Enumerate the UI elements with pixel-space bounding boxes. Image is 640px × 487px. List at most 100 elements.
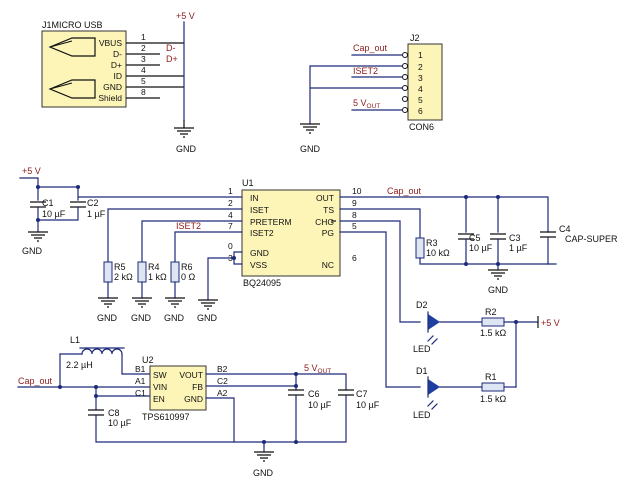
c6-value: 10 µF — [308, 400, 332, 410]
svg-text:7: 7 — [228, 221, 233, 231]
svg-text:1: 1 — [228, 186, 233, 196]
c4-value: CAP-SUPER — [565, 234, 618, 244]
boost-ic — [149, 365, 207, 411]
j2-5v-label: 5 VOUT — [353, 98, 380, 110]
c8-ref: C8 — [108, 408, 120, 418]
r6-ref: R6 — [181, 262, 193, 272]
svg-text:IN: IN — [250, 193, 259, 203]
r5-ref: R5 — [114, 262, 126, 272]
c2-ref: C2 — [87, 198, 99, 208]
r4-value: 1 kΩ — [148, 272, 167, 282]
c4-ref: C4 — [559, 224, 571, 234]
boost-input-label: Cap_out — [18, 376, 53, 386]
led-section: D2 LED R2 1.5 kΩ +5 V D1 LED R1 1.5 kΩ — [413, 300, 560, 420]
svg-text:GND: GND — [164, 313, 185, 323]
svg-text:TS: TS — [323, 205, 334, 215]
svg-text:8: 8 — [352, 210, 357, 220]
usb-dplus-label: D+ — [166, 54, 178, 64]
svg-text:PG: PG — [322, 228, 334, 238]
c1-ref: C1 — [42, 198, 54, 208]
c3-value: 1 µF — [509, 243, 528, 253]
svg-text:B1: B1 — [135, 364, 146, 374]
j2-part: CON6 — [409, 122, 434, 132]
r6-value: 0 Ω — [181, 272, 196, 282]
boost-gnd-label: GND — [253, 468, 274, 478]
r1-ref: R1 — [485, 372, 497, 382]
j2-gnd-label: GND — [300, 144, 321, 154]
r4-ref: R4 — [148, 262, 160, 272]
c2-value: 1 µF — [87, 209, 106, 219]
c5-value: 10 µF — [469, 243, 493, 253]
usb-dminus-label: D- — [166, 43, 176, 53]
j2-cap-out-label: Cap_out — [353, 43, 388, 53]
c3-ref: C3 — [509, 233, 521, 243]
svg-text:6: 6 — [418, 106, 423, 116]
boost-part: TPS610997 — [142, 412, 190, 422]
r3-value: 10 kΩ — [426, 248, 450, 258]
svg-text:2: 2 — [228, 198, 233, 208]
j2-ref: J2 — [410, 33, 420, 43]
svg-text:1: 1 — [141, 32, 146, 42]
svg-text:2: 2 — [141, 43, 146, 53]
r3-ref: R3 — [426, 238, 438, 248]
svg-text:GND: GND — [488, 285, 509, 295]
d2-label: LED — [413, 344, 431, 354]
svg-text:3: 3 — [418, 73, 423, 83]
l1-value: 2.2 µH — [66, 360, 93, 370]
usb-pin-gnd: GND — [103, 82, 122, 92]
usb-pin-dminus: D- — [113, 49, 122, 59]
svg-text:NC: NC — [322, 260, 334, 270]
svg-text:GND: GND — [22, 246, 43, 256]
led-supply-label: +5 V — [541, 318, 560, 328]
j2-connector: J2 1 2 3 4 5 6 Cap_out ISET2 5 VOUT CON6… — [300, 33, 443, 154]
r2-ref: R2 — [485, 307, 497, 317]
svg-text:GND: GND — [250, 248, 269, 258]
c1-value: 10 µF — [42, 209, 66, 219]
svg-text:FB: FB — [192, 382, 203, 392]
c7-ref: C7 — [356, 389, 368, 399]
svg-text:5: 5 — [141, 76, 146, 86]
c8-value: 10 µF — [108, 418, 132, 428]
usb-pin-id: ID — [114, 71, 123, 81]
d1-ref: D1 — [416, 366, 428, 376]
charger-ref: U1 — [242, 178, 254, 188]
charger-supply-label: +5 V — [22, 166, 41, 176]
svg-text:VSS: VSS — [250, 260, 267, 270]
svg-text:6: 6 — [352, 253, 357, 263]
svg-text:4: 4 — [228, 210, 233, 220]
svg-text:GND: GND — [131, 313, 152, 323]
usb-pin-shield: Shield — [98, 93, 122, 103]
svg-text:ISET2: ISET2 — [250, 228, 274, 238]
boost-output-label: 5 VOUT — [304, 363, 331, 375]
usb-pin-vbus: VBUS — [99, 38, 122, 48]
svg-text:GND: GND — [184, 394, 203, 404]
svg-text:1: 1 — [418, 50, 423, 60]
svg-text:2: 2 — [418, 62, 423, 72]
usb-ref: J1MICRO USB — [42, 20, 103, 30]
usb-pin-dplus: D+ — [111, 60, 122, 70]
l1-ref: L1 — [70, 335, 80, 345]
usb-gnd-label: GND — [176, 144, 197, 154]
svg-text:5: 5 — [418, 95, 423, 105]
c5-ref: C5 — [469, 233, 481, 243]
d1-label: LED — [413, 410, 431, 420]
svg-text:SW: SW — [153, 370, 167, 380]
boost-section: L1 2.2 µH Cap_out C8 10 µF U2 SW VIN EN … — [17, 335, 380, 478]
boost-ref: U2 — [142, 355, 154, 365]
c7-value: 10 µF — [356, 400, 380, 410]
svg-text:GND: GND — [197, 313, 218, 323]
r5-value: 2 kΩ — [114, 272, 133, 282]
d2-ref: D2 — [416, 300, 428, 310]
svg-text:C1: C1 — [135, 388, 146, 398]
svg-text:10: 10 — [352, 186, 362, 196]
usb-5v-label: +5 V — [176, 11, 195, 21]
r2-value: 1.5 kΩ — [480, 328, 507, 338]
charger-section: +5 V C1 10 µF C2 1 µF GND U1 IN ISET PRE… — [19, 166, 618, 388]
svg-text:0: 0 — [228, 241, 233, 251]
charger-part: BQ24095 — [243, 278, 281, 288]
svg-text:5: 5 — [352, 221, 357, 231]
usb-connector: J1MICRO USB VBUS D- D+ ID GND Shield 1 2… — [41, 11, 197, 154]
charger-ic — [241, 189, 341, 277]
svg-text:8: 8 — [141, 87, 146, 97]
